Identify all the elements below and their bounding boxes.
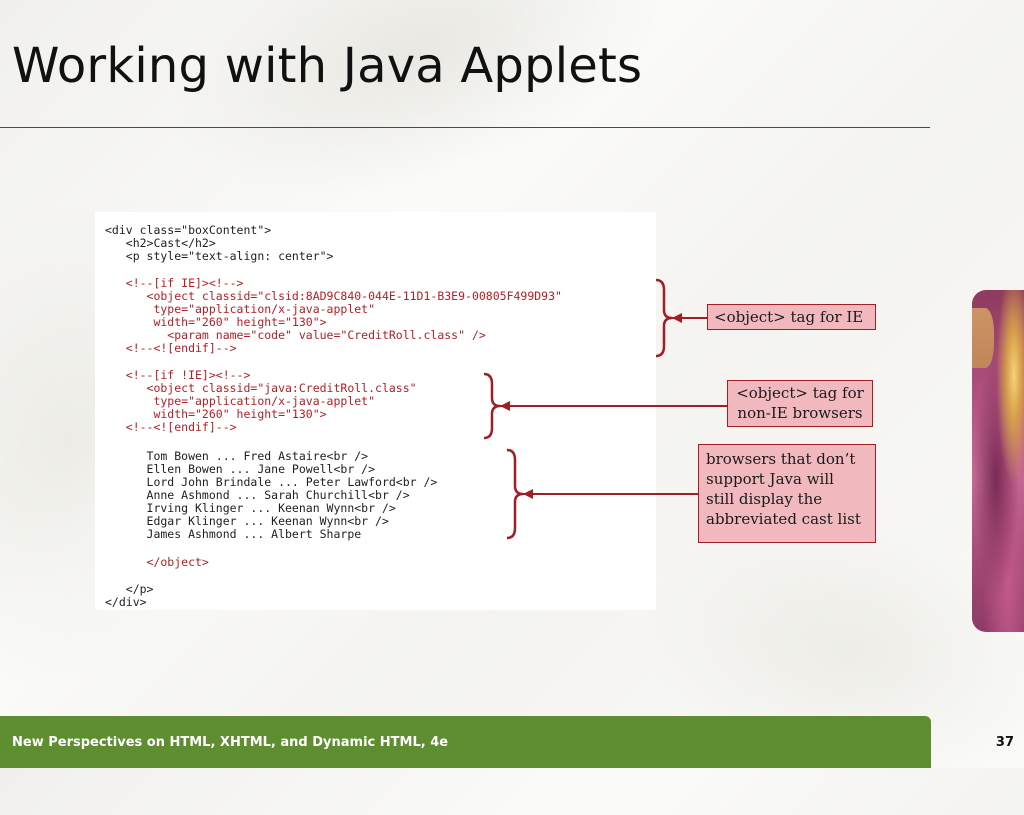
code-line: James Ashmond ... Albert Sharpe — [105, 527, 362, 541]
slide-title: Working with Java Applets — [12, 38, 643, 94]
callout-no-java: browsers that don’t support Java will st… — [698, 444, 876, 543]
code-line: Ellen Bowen ... Jane Powell<br /> — [105, 462, 376, 476]
orchid-photo — [972, 290, 1024, 632]
code-line: Lord John Brindale ... Peter Lawford<br … — [105, 475, 438, 489]
title-divider — [0, 127, 930, 128]
code-line: Edgar Klinger ... Keenan Wynn<br /> — [105, 514, 389, 528]
callout-ie: <object> tag for IE — [707, 304, 876, 330]
page-number: 37 — [995, 735, 1014, 750]
code-line: </div> — [105, 595, 147, 609]
brace-arrow-non-ie — [483, 372, 728, 440]
code-line: </object> — [105, 555, 209, 569]
code-line: type="application/x-java-applet" — [105, 394, 376, 408]
brace-arrow-ie — [655, 278, 708, 358]
footer-text: New Perspectives on HTML, XHTML, and Dyn… — [12, 735, 449, 750]
code-line: </p> — [105, 582, 154, 596]
brace-arrow-no-java — [506, 448, 701, 540]
code-line: <!--[if !IE]><!--> — [105, 368, 251, 382]
code-line: Tom Bowen ... Fred Astaire<br /> — [105, 449, 369, 463]
code-figure: <div class="boxContent"> <h2>Cast</h2> <… — [95, 212, 656, 610]
footer-bar — [0, 716, 931, 768]
callout-non-ie: <object> tag for non-IE browsers — [727, 380, 873, 427]
code-line: <object classid="java:CreditRoll.class" — [105, 381, 417, 395]
code-line: width="260" height="130"> — [105, 407, 327, 421]
code-line: <param name="code" value="CreditRoll.cla… — [105, 328, 486, 342]
code-line: type="application/x-java-applet" — [105, 302, 376, 316]
code-line: <div class="boxContent"> — [105, 223, 272, 237]
code-line: <object classid="clsid:8AD9C840-044E-11D… — [105, 289, 562, 303]
code-line: width="260" height="130"> — [105, 315, 327, 329]
code-line: <!--[if IE]><!--> — [105, 276, 244, 290]
code-line: Anne Ashmond ... Sarah Churchill<br /> — [105, 488, 410, 502]
code-line: <h2>Cast</h2> — [105, 236, 216, 250]
code-line: <!--<![endif]--> — [105, 341, 237, 355]
code-line: <p style="text-align: center"> — [105, 249, 334, 263]
code-line: <!--<![endif]--> — [105, 420, 237, 434]
code-line: Irving Klinger ... Keenan Wynn<br /> — [105, 501, 396, 515]
